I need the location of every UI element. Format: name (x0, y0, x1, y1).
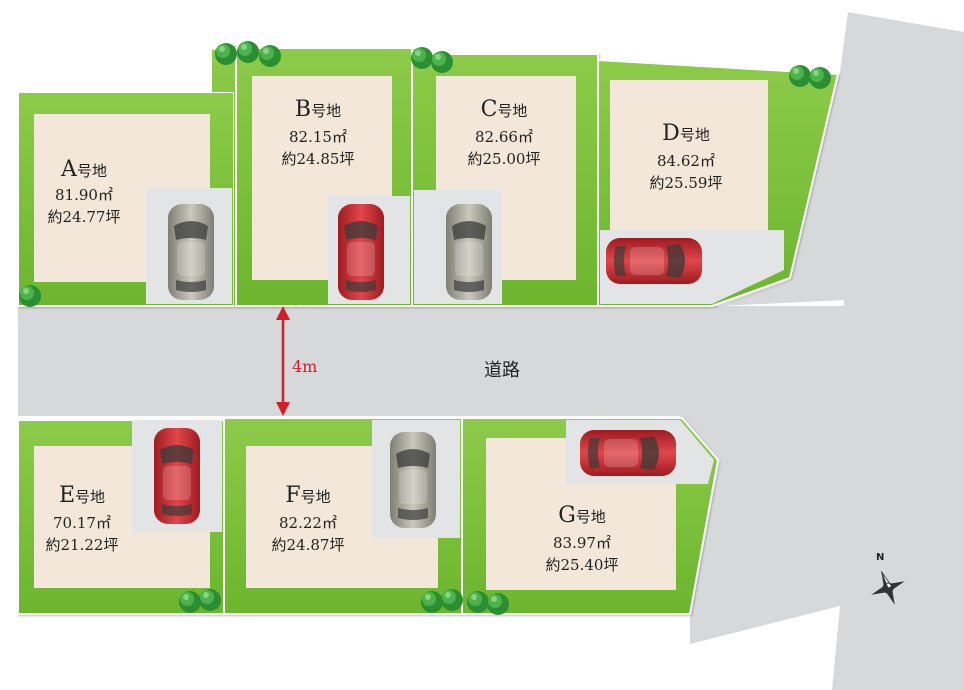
lot-f-area-m2: 82.22㎡ (279, 514, 337, 532)
lot-g-title: G号地 (558, 503, 606, 528)
road (18, 12, 964, 690)
lot-a-title: A号地 (60, 157, 107, 182)
lot-labels: A号地 81.90㎡ 約24.77坪 B号地 82.15㎡ 約24.85坪 C号… (46, 97, 723, 574)
lot-e-area-tsubo: 約21.22坪 (46, 536, 119, 554)
tree-icon (467, 591, 489, 613)
lot-d-suffix: 号地 (680, 126, 710, 144)
tree-icon (431, 51, 453, 73)
tree-icon (487, 593, 509, 615)
car-lot-b (338, 204, 384, 300)
lot-e-name: E (59, 483, 75, 508)
lot-f-suffix: 号地 (301, 488, 331, 506)
tree-icon (789, 65, 811, 87)
lot-a-area-m2: 81.90㎡ (55, 186, 113, 204)
lot-c-name: C (481, 97, 498, 122)
lot-g-area-m2: 83.97㎡ (553, 534, 611, 552)
lot-d-name: D (662, 121, 680, 146)
lot-b-house (252, 76, 392, 280)
lot-g-suffix: 号地 (576, 508, 606, 526)
tree-icon (411, 47, 433, 69)
road-horizontal (18, 306, 848, 416)
lot-b-suffix: 号地 (311, 102, 341, 120)
lot-a-area-tsubo: 約24.77坪 (48, 208, 121, 226)
car-lot-f (390, 432, 436, 528)
car-lot-g (580, 430, 676, 476)
car-lot-e (154, 428, 200, 524)
road-vertical (680, 12, 964, 690)
road-label: 道路 (484, 360, 520, 381)
lot-d-area-m2: 84.62㎡ (657, 152, 715, 170)
road-dimension: 4m (276, 306, 317, 416)
lot-f-area-tsubo: 約24.87坪 (272, 536, 345, 554)
lot-b-area-m2: 82.15㎡ (289, 128, 347, 146)
north-label: N (876, 552, 884, 563)
lot-c-area-tsubo: 約25.00坪 (468, 150, 541, 168)
lot-d-house (610, 80, 768, 230)
tree-icon (259, 45, 281, 67)
lot-b-title: B号地 (295, 97, 341, 122)
lot-a-name: A (60, 157, 78, 182)
lot-c-house (436, 76, 576, 280)
lot-g-name: G (558, 503, 576, 528)
compass-icon (871, 571, 905, 605)
lot-b-lawn (212, 46, 236, 306)
lot-b-name: B (295, 97, 311, 122)
lot-f-name: F (285, 483, 300, 508)
arrow-down-icon (276, 402, 290, 416)
tree-icon (237, 41, 259, 63)
arrow-up-icon (276, 306, 290, 320)
car-lot-a (168, 204, 214, 300)
lot-e-house (34, 446, 210, 588)
lot-d-title: D号地 (662, 121, 710, 146)
tree-icon (19, 285, 41, 307)
lot-c-suffix: 号地 (497, 102, 527, 120)
tree-icon (421, 591, 443, 613)
lot-e-suffix: 号地 (75, 488, 105, 506)
lot-e-area-m2: 70.17㎡ (53, 514, 111, 532)
car-lot-d (606, 238, 702, 284)
lot-f-house (246, 446, 438, 588)
tree-icon (179, 591, 201, 613)
car-lot-c (446, 204, 492, 300)
tree-icon (441, 589, 463, 611)
lot-d-area-tsubo: 約25.59坪 (650, 174, 723, 192)
lot-c-area-m2: 82.66㎡ (475, 128, 533, 146)
lot-e-title: E号地 (59, 483, 105, 508)
tree-icon (809, 67, 831, 89)
tree-icon (215, 43, 237, 65)
lot-f-title: F号地 (285, 483, 330, 508)
lot-a-house (34, 114, 210, 282)
lot-c-title: C号地 (481, 97, 528, 122)
lot-g-area-tsubo: 約25.40坪 (546, 556, 619, 574)
road-width-label: 4m (292, 357, 317, 376)
lot-b-area-tsubo: 約24.85坪 (282, 150, 355, 168)
lot-a-suffix: 号地 (77, 162, 107, 180)
tree-icon (199, 589, 221, 611)
